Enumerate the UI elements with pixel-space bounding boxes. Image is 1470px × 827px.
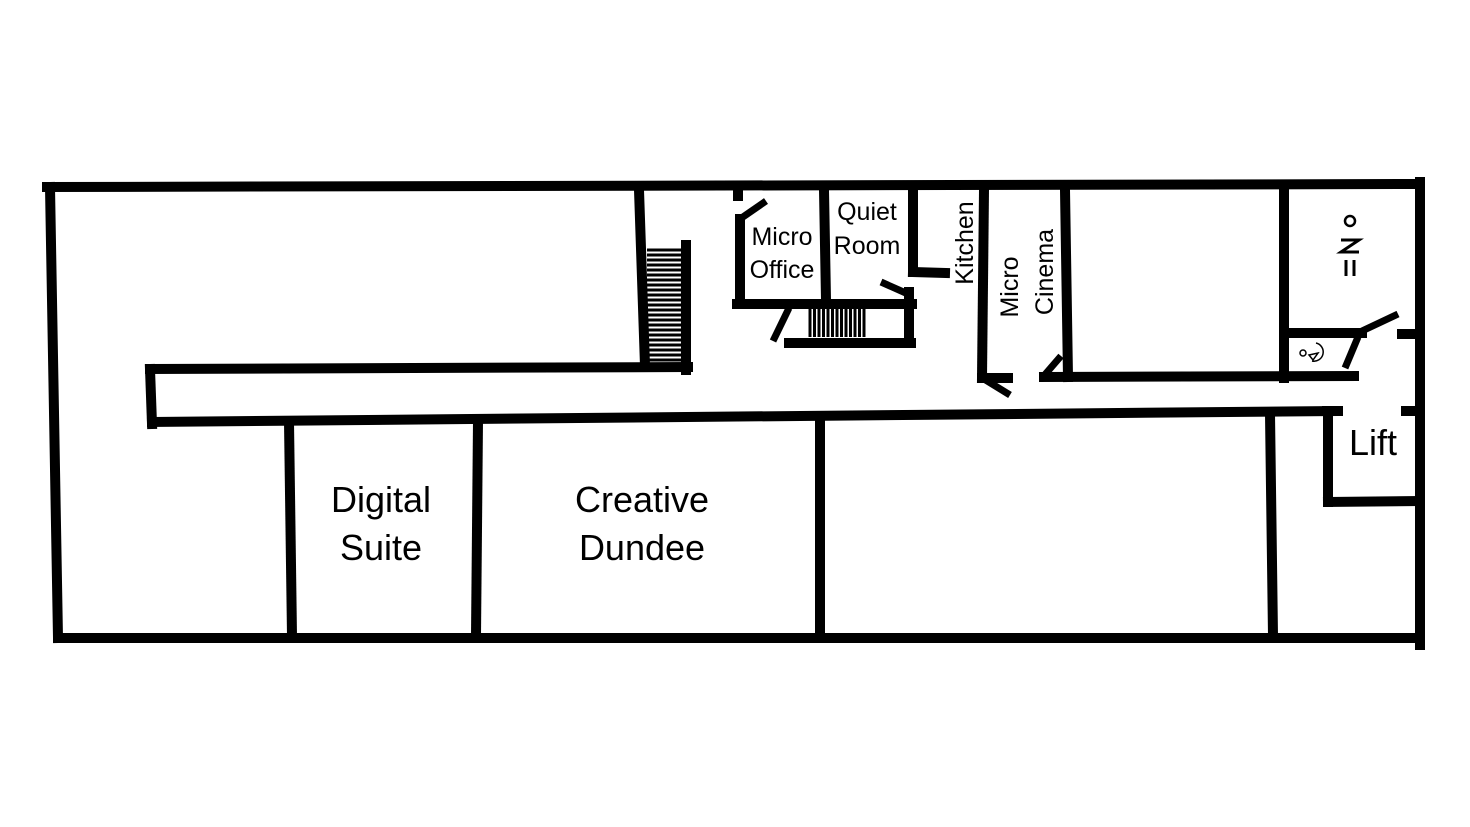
kitchen-label: Kitchen (951, 201, 979, 284)
door (1341, 335, 1362, 370)
micro-cinema-label: Cinema (1031, 229, 1059, 315)
door (1360, 310, 1400, 335)
room-labels: Digital Suite Creative Dundee Micro Offi… (331, 198, 1397, 568)
wall (1038, 370, 1360, 383)
wall (907, 266, 951, 279)
wall (1264, 408, 1279, 642)
lift-label: Lift (1349, 422, 1397, 463)
toilet-icon (1336, 214, 1364, 276)
walls (41, 177, 1426, 650)
digital-suite-label: Suite (340, 527, 422, 568)
corridor-wall (146, 405, 1339, 428)
door (982, 376, 1012, 398)
wall (470, 415, 484, 642)
digital-suite-label: Digital (331, 479, 431, 520)
wall (283, 416, 298, 642)
wall (1059, 184, 1074, 383)
accessible-toilet-icon (1299, 342, 1324, 362)
door (879, 278, 910, 298)
creative-dundee-label: Creative (575, 479, 709, 520)
wall (1322, 495, 1422, 508)
wall (144, 361, 694, 375)
wall (144, 363, 158, 430)
door (769, 306, 793, 343)
outer-wall-left (44, 181, 64, 644)
wall (818, 184, 832, 306)
creative-dundee-label: Dundee (579, 527, 705, 568)
quiet-room-label: Quiet (837, 198, 897, 226)
quiet-room-label: Room (834, 232, 901, 260)
micro-office-label: Office (750, 256, 815, 284)
wall (976, 184, 990, 384)
stairs-icon (647, 248, 682, 362)
micro-cinema-label: Micro (996, 256, 1024, 317)
wall (633, 184, 651, 372)
stairs-icon (808, 309, 866, 337)
micro-office-label: Micro (751, 223, 812, 251)
